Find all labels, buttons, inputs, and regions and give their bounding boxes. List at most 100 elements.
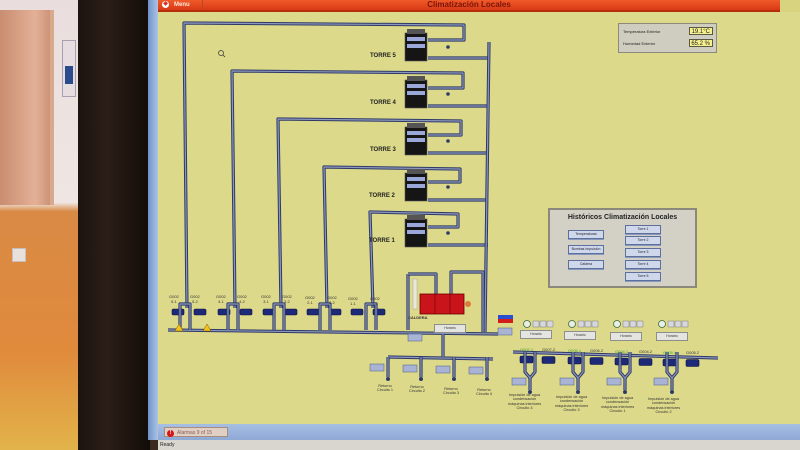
value-tag <box>497 327 513 336</box>
pump-label: G002 1.2 <box>370 296 380 306</box>
pump-label: G006.1 <box>568 348 582 353</box>
u-connector-highlight <box>179 303 191 330</box>
u-connector <box>364 302 378 330</box>
pump-label: G002 3.2 <box>282 294 292 304</box>
tower-fill-bottom-3 <box>407 138 425 142</box>
tower-fill-top-2 <box>407 177 425 181</box>
hist-bombas-button[interactable]: Bombas Impulsión <box>568 245 604 254</box>
mode-button <box>591 320 599 328</box>
retorno-endpoint-icon <box>419 377 423 381</box>
temp-value: 19.1°C <box>689 27 713 35</box>
impulsion-label: Impulsión de agua condensación máquinas … <box>508 393 542 410</box>
pump-label: G004.2 <box>639 349 653 354</box>
tower-fill-bottom-5 <box>407 44 425 48</box>
pump-label: G006.2 <box>590 348 604 353</box>
u-connector <box>226 302 240 330</box>
horario-button-2[interactable]: Horario <box>564 331 596 340</box>
mode-button <box>577 320 585 328</box>
pump-icon <box>662 358 677 367</box>
supply-pipe-3-highlight <box>277 118 462 309</box>
hist-torre-3-button[interactable]: Torre 3 <box>625 248 661 257</box>
caldera-pipe-out-highlight <box>450 271 484 332</box>
mode-button <box>629 320 637 328</box>
background-sign <box>62 40 76 97</box>
pump-icon <box>541 356 556 364</box>
humidity-label: Humedad Exterior <box>623 41 656 46</box>
humidity-value: 65.2 % <box>689 39 713 47</box>
menu-button[interactable]: ◆ Menu <box>160 0 203 10</box>
warning-icon <box>174 323 184 332</box>
pump-icon <box>350 308 364 316</box>
impulsion-label: Impulsión de agua condensación máquinas … <box>555 395 589 412</box>
synoptic-canvas: Temperatura Exterior 19.1°C Humedad Exte… <box>158 12 800 424</box>
thermometer-icon <box>412 278 418 310</box>
tower-fan-3 <box>407 123 425 128</box>
impulsion-label: Impulsión de agua condensación máquinas … <box>647 397 681 414</box>
hist-torre-1-button[interactable]: Torre 1 <box>625 225 661 234</box>
warning-icon <box>202 323 212 332</box>
impulsion-endpoint-icon <box>670 390 674 394</box>
pump-label: G007.1 <box>520 347 534 352</box>
horario-button-4[interactable]: Horario <box>656 332 688 341</box>
pump-icon <box>193 308 207 316</box>
supply-pipe-2-highlight <box>323 166 461 309</box>
u-connector <box>178 302 192 330</box>
tower-1-label: TORRE 1 <box>369 238 395 244</box>
status-indicator-blue <box>498 315 513 319</box>
pump-label: G002 2.2 <box>327 295 337 305</box>
weather-panel: Temperatura Exterior 19.1°C Humedad Exte… <box>618 23 717 53</box>
value-tag <box>468 366 484 375</box>
hist-torre-4-button[interactable]: Torre 4 <box>625 260 661 269</box>
tower-fill-top-1 <box>407 223 425 227</box>
tower-fill-bottom-1 <box>407 230 425 234</box>
boiler <box>419 293 465 315</box>
u-connector <box>318 302 332 330</box>
alert-icon: ! <box>167 429 174 437</box>
caldera-horario-button[interactable]: Horario <box>434 324 466 333</box>
pump-label: G004.1 <box>615 349 629 354</box>
hist-temperaturas-button[interactable]: Temperaturas <box>568 230 604 239</box>
retorno-header-highlight <box>387 356 494 360</box>
title-bar: ◆ Menu Climatización Locales <box>158 0 780 12</box>
caldera-pipe-in-highlight <box>408 273 437 297</box>
u-connector-highlight <box>227 303 239 330</box>
mode-button <box>539 320 547 328</box>
tower-fan-5 <box>407 29 425 34</box>
caldera-label: CALDERA <box>408 315 428 320</box>
retorno-endpoint-icon <box>485 377 489 381</box>
monitor-bezel <box>78 0 150 450</box>
pump-icon <box>685 359 700 367</box>
pump-label: G002 1.1 <box>348 296 358 306</box>
historicos-panel: Históricos Climatización Locales Tempera… <box>548 208 697 288</box>
zoom-icon-handle <box>222 54 226 58</box>
mode-button <box>674 320 682 328</box>
mode-button <box>622 320 630 328</box>
hist-torre-5-button[interactable]: Torre 5 <box>625 272 661 281</box>
hist-caldera-button[interactable]: Caldera <box>568 260 604 269</box>
mode-button <box>546 320 554 328</box>
zoom-icon <box>218 50 224 56</box>
retorno-label: Retorno Circuito 1 <box>377 384 394 393</box>
status-text: Ready <box>158 440 800 450</box>
u-connector-highlight <box>365 303 377 330</box>
value-tag <box>369 363 385 372</box>
clock-icon <box>568 320 576 328</box>
pump-label: G005.1 <box>663 350 677 355</box>
hist-torre-2-button[interactable]: Torre 2 <box>625 236 661 245</box>
pump-label: G002 4.1 <box>216 294 226 304</box>
historicos-title: Históricos Climatización Locales <box>567 214 678 221</box>
impulsion-endpoint-icon <box>623 390 627 394</box>
pump-label: G002 5.2 <box>190 294 200 304</box>
horario-button-1[interactable]: Horario <box>520 330 552 339</box>
supply-pipe-5-highlight <box>183 22 465 309</box>
value-tag <box>606 377 622 386</box>
u-connector-highlight <box>273 303 285 330</box>
horario-button-3[interactable]: Horario <box>610 332 642 341</box>
impulsion-endpoint-icon <box>576 390 580 394</box>
clock-icon <box>658 320 666 328</box>
retorno-endpoint-icon <box>452 377 456 381</box>
return-collector-highlight <box>484 41 490 333</box>
pump-icon <box>638 358 653 366</box>
main-header-right-highlight <box>512 351 719 359</box>
alarms-button[interactable]: ! Alarmas 9 of 15 <box>164 427 228 437</box>
